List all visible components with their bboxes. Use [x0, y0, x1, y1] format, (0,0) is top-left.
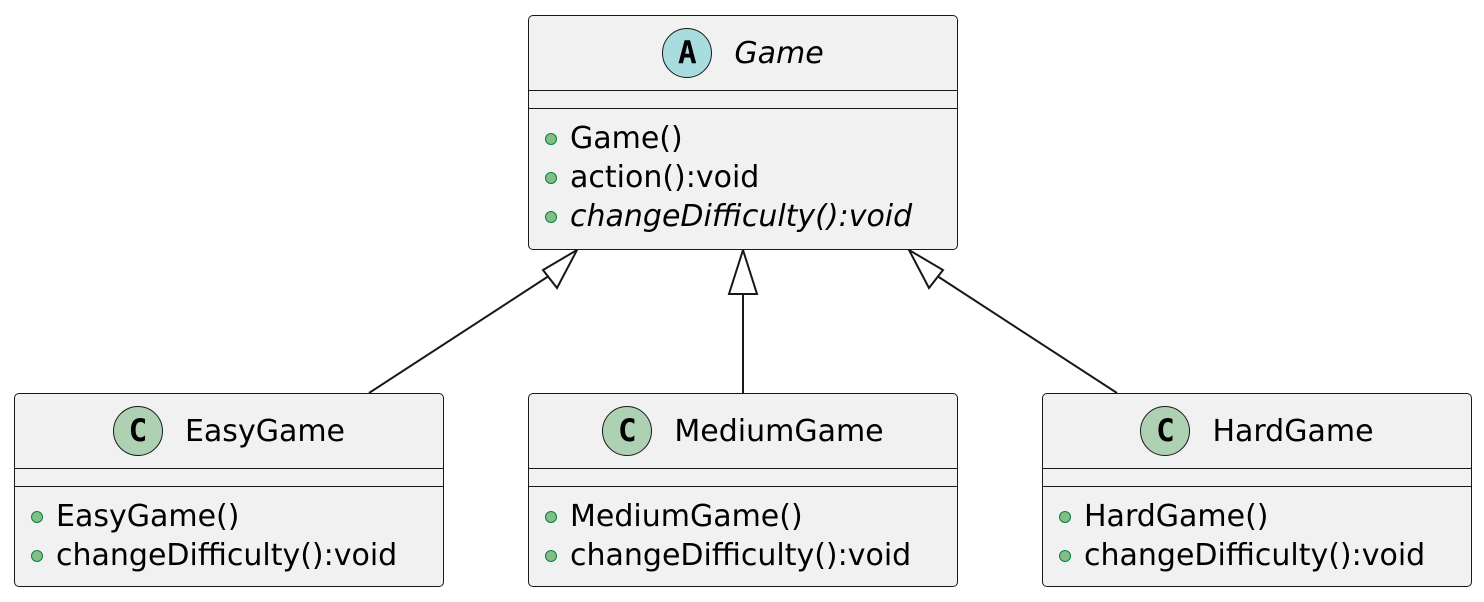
- attributes-section: [15, 469, 443, 486]
- class-name: MediumGame: [674, 413, 884, 449]
- class-mediumgame-header: C MediumGame: [529, 394, 957, 468]
- class-name: Game: [734, 35, 824, 71]
- abstract-class-icon: A: [662, 28, 713, 78]
- method-signature: changeDifficulty():void: [56, 538, 398, 573]
- method-row: EasyGame(): [31, 497, 443, 536]
- methods-section: HardGame() changeDifficulty():void: [1043, 487, 1471, 583]
- divider: [15, 468, 443, 469]
- class-game-header: A Game: [529, 16, 957, 90]
- public-visibility-icon: [545, 549, 557, 562]
- edge-easygame-arrowhead: [541, 247, 580, 290]
- method-row: MediumGame(): [545, 497, 957, 536]
- method-row: Game(): [545, 119, 957, 158]
- method-signature: changeDifficulty():void: [1084, 538, 1426, 573]
- method-row: changeDifficulty():void: [1059, 536, 1471, 575]
- edge-hardgame-arrowhead: [906, 247, 945, 290]
- public-visibility-icon: [1059, 510, 1071, 523]
- edge-easygame-to-game: [368, 269, 559, 394]
- method-row: HardGame(): [1059, 497, 1471, 536]
- method-signature: changeDifficulty():void: [570, 538, 912, 573]
- method-signature: MediumGame(): [570, 499, 803, 534]
- edge-hardgame-to-game: [927, 269, 1118, 394]
- attributes-section: [529, 91, 957, 108]
- method-signature: Game(): [570, 121, 683, 156]
- attributes-section: [1043, 469, 1471, 486]
- divider: [529, 90, 957, 91]
- class-hardgame-header: C HardGame: [1043, 394, 1471, 468]
- class-name: EasyGame: [184, 413, 346, 449]
- class-easygame: C EasyGame EasyGame() changeDifficulty()…: [14, 393, 444, 587]
- divider: [1043, 486, 1471, 487]
- class-icon: C: [1140, 406, 1191, 456]
- methods-section: Game() action():void changeDifficulty():…: [529, 109, 957, 244]
- methods-section: EasyGame() changeDifficulty():void: [15, 487, 443, 583]
- method-row: action():void: [545, 158, 957, 197]
- abstract-method-row: changeDifficulty():void: [545, 197, 957, 236]
- divider: [529, 108, 957, 109]
- class-icon: C: [602, 406, 653, 456]
- class-mediumgame: C MediumGame MediumGame() changeDifficul…: [528, 393, 958, 587]
- divider: [15, 486, 443, 487]
- attributes-section: [529, 469, 957, 486]
- class-icon: C: [112, 406, 163, 456]
- class-hardgame: C HardGame HardGame() changeDifficulty()…: [1042, 393, 1472, 587]
- method-signature: changeDifficulty():void: [570, 199, 913, 234]
- class-easygame-header: C EasyGame: [15, 394, 443, 468]
- public-visibility-icon: [31, 549, 43, 562]
- public-visibility-icon: [545, 210, 557, 223]
- divider: [529, 468, 957, 469]
- public-visibility-icon: [545, 132, 557, 145]
- public-visibility-icon: [31, 510, 43, 523]
- divider: [529, 486, 957, 487]
- public-visibility-icon: [545, 510, 557, 523]
- divider: [1043, 468, 1471, 469]
- public-visibility-icon: [1059, 549, 1071, 562]
- methods-section: MediumGame() changeDifficulty():void: [529, 487, 957, 583]
- method-signature: action():void: [570, 160, 760, 195]
- public-visibility-icon: [545, 171, 557, 184]
- method-row: changeDifficulty():void: [31, 536, 443, 575]
- method-signature: EasyGame(): [56, 499, 240, 534]
- edge-mediumgame-arrowhead: [727, 246, 759, 295]
- method-signature: HardGame(): [1084, 499, 1269, 534]
- class-name: HardGame: [1212, 413, 1374, 449]
- method-row: changeDifficulty():void: [545, 536, 957, 575]
- class-game: A Game Game() action():void changeDiffic…: [528, 15, 958, 250]
